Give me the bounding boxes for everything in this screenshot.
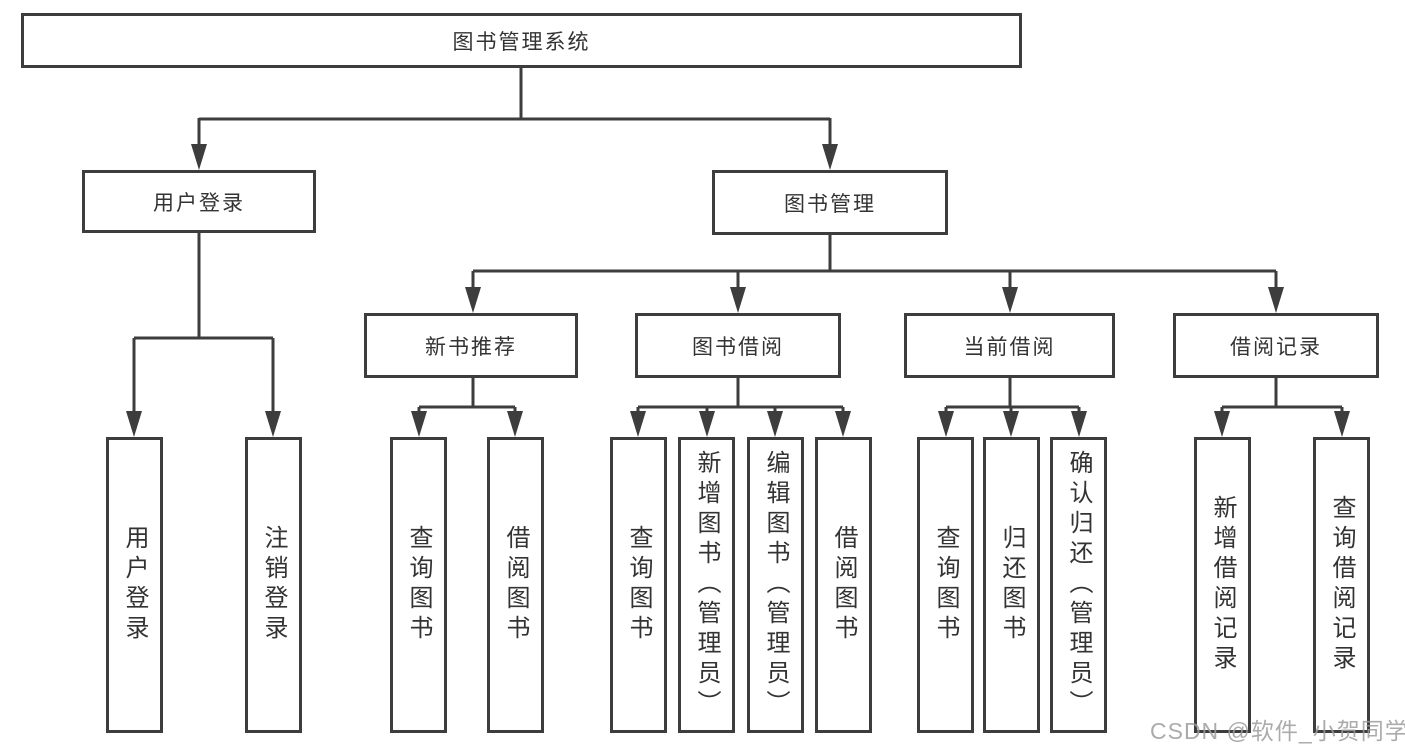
arrowhead-icon: [1334, 411, 1350, 437]
arrowhead-icon: [822, 144, 838, 170]
node-leaf-query-borrow-record: 查询借阅记录: [1313, 437, 1370, 733]
node-leaf-borrow-books: 借阅图书: [815, 437, 872, 733]
node-leaf-return-books: 归还图书: [983, 437, 1040, 733]
node-label: 借阅图书: [830, 525, 857, 645]
arrowhead-icon: [1214, 411, 1230, 437]
node-book-management: 图书管理: [712, 170, 948, 235]
node-label: 借阅记录: [1230, 335, 1322, 359]
node-label: 编辑图书（管理员）: [762, 450, 789, 720]
node-leaf-add-borrow-record: 新增借阅记录: [1194, 437, 1251, 733]
arrowhead-icon: [730, 287, 746, 313]
arrowhead-icon: [465, 287, 481, 313]
node-leaf-query-books-borrow: 查询图书: [610, 437, 667, 733]
node-label: 查询图书: [625, 525, 652, 645]
node-user-login: 用户登录: [82, 170, 316, 233]
node-new-book-recommend: 新书推荐: [364, 313, 578, 378]
arrowhead-icon: [1003, 411, 1019, 437]
node-label: 新增图书（管理员）: [693, 450, 720, 720]
node-leaf-query-books-recommend: 查询图书: [390, 437, 447, 733]
arrowhead-icon: [507, 411, 523, 437]
arrowhead-icon: [1002, 287, 1018, 313]
arrowhead-icon: [630, 411, 646, 437]
node-label: 确认归还（管理员）: [1065, 450, 1092, 720]
arrowhead-icon: [411, 411, 427, 437]
arrowhead-icon: [835, 411, 851, 437]
arrowhead-icon: [1268, 287, 1284, 313]
node-leaf-user-login: 用户登录: [106, 437, 163, 733]
node-borrow-records: 借阅记录: [1173, 313, 1379, 378]
node-label: 借阅图书: [502, 525, 529, 645]
csdn-watermark: CSDN @软件_小贺同学: [1150, 718, 1405, 744]
node-label: 新增借阅记录: [1209, 495, 1236, 675]
arrowhead-icon: [938, 411, 954, 437]
node-label: 图书管理系统: [452, 30, 591, 54]
node-leaf-edit-books-admin: 编辑图书（管理员）: [747, 437, 804, 733]
node-label: 图书管理: [784, 192, 876, 216]
node-label: 查询图书: [405, 525, 432, 645]
node-leaf-logout: 注销登录: [245, 437, 302, 733]
arrowheads: [126, 144, 1350, 437]
node-leaf-borrow-books-recommend: 借阅图书: [487, 437, 544, 733]
node-root-system: 图书管理系统: [21, 13, 1022, 68]
arrowhead-icon: [126, 411, 142, 437]
node-leaf-add-books-admin: 新增图书（管理员）: [678, 437, 735, 733]
node-current-borrow: 当前借阅: [904, 313, 1115, 378]
node-label: 用户登录: [121, 525, 148, 645]
arrowhead-icon: [699, 411, 715, 437]
node-label: 当前借阅: [963, 335, 1056, 359]
node-leaf-query-books-current: 查询图书: [917, 437, 974, 733]
arrowhead-icon: [191, 144, 207, 170]
node-label: 图书借阅: [692, 335, 784, 359]
node-label: 查询图书: [932, 525, 959, 645]
arrowhead-icon: [1071, 411, 1087, 437]
arrowhead-icon: [265, 411, 281, 437]
node-book-borrow: 图书借阅: [635, 313, 841, 378]
node-label: 新书推荐: [425, 335, 517, 359]
node-label: 归还图书: [998, 525, 1025, 645]
node-label: 查询借阅记录: [1328, 495, 1355, 675]
node-label: 注销登录: [260, 525, 287, 645]
node-label: 用户登录: [153, 191, 245, 215]
node-leaf-confirm-return-admin: 确认归还（管理员）: [1050, 437, 1107, 733]
arrowhead-icon: [767, 411, 783, 437]
connector-lines: [132, 68, 1344, 415]
